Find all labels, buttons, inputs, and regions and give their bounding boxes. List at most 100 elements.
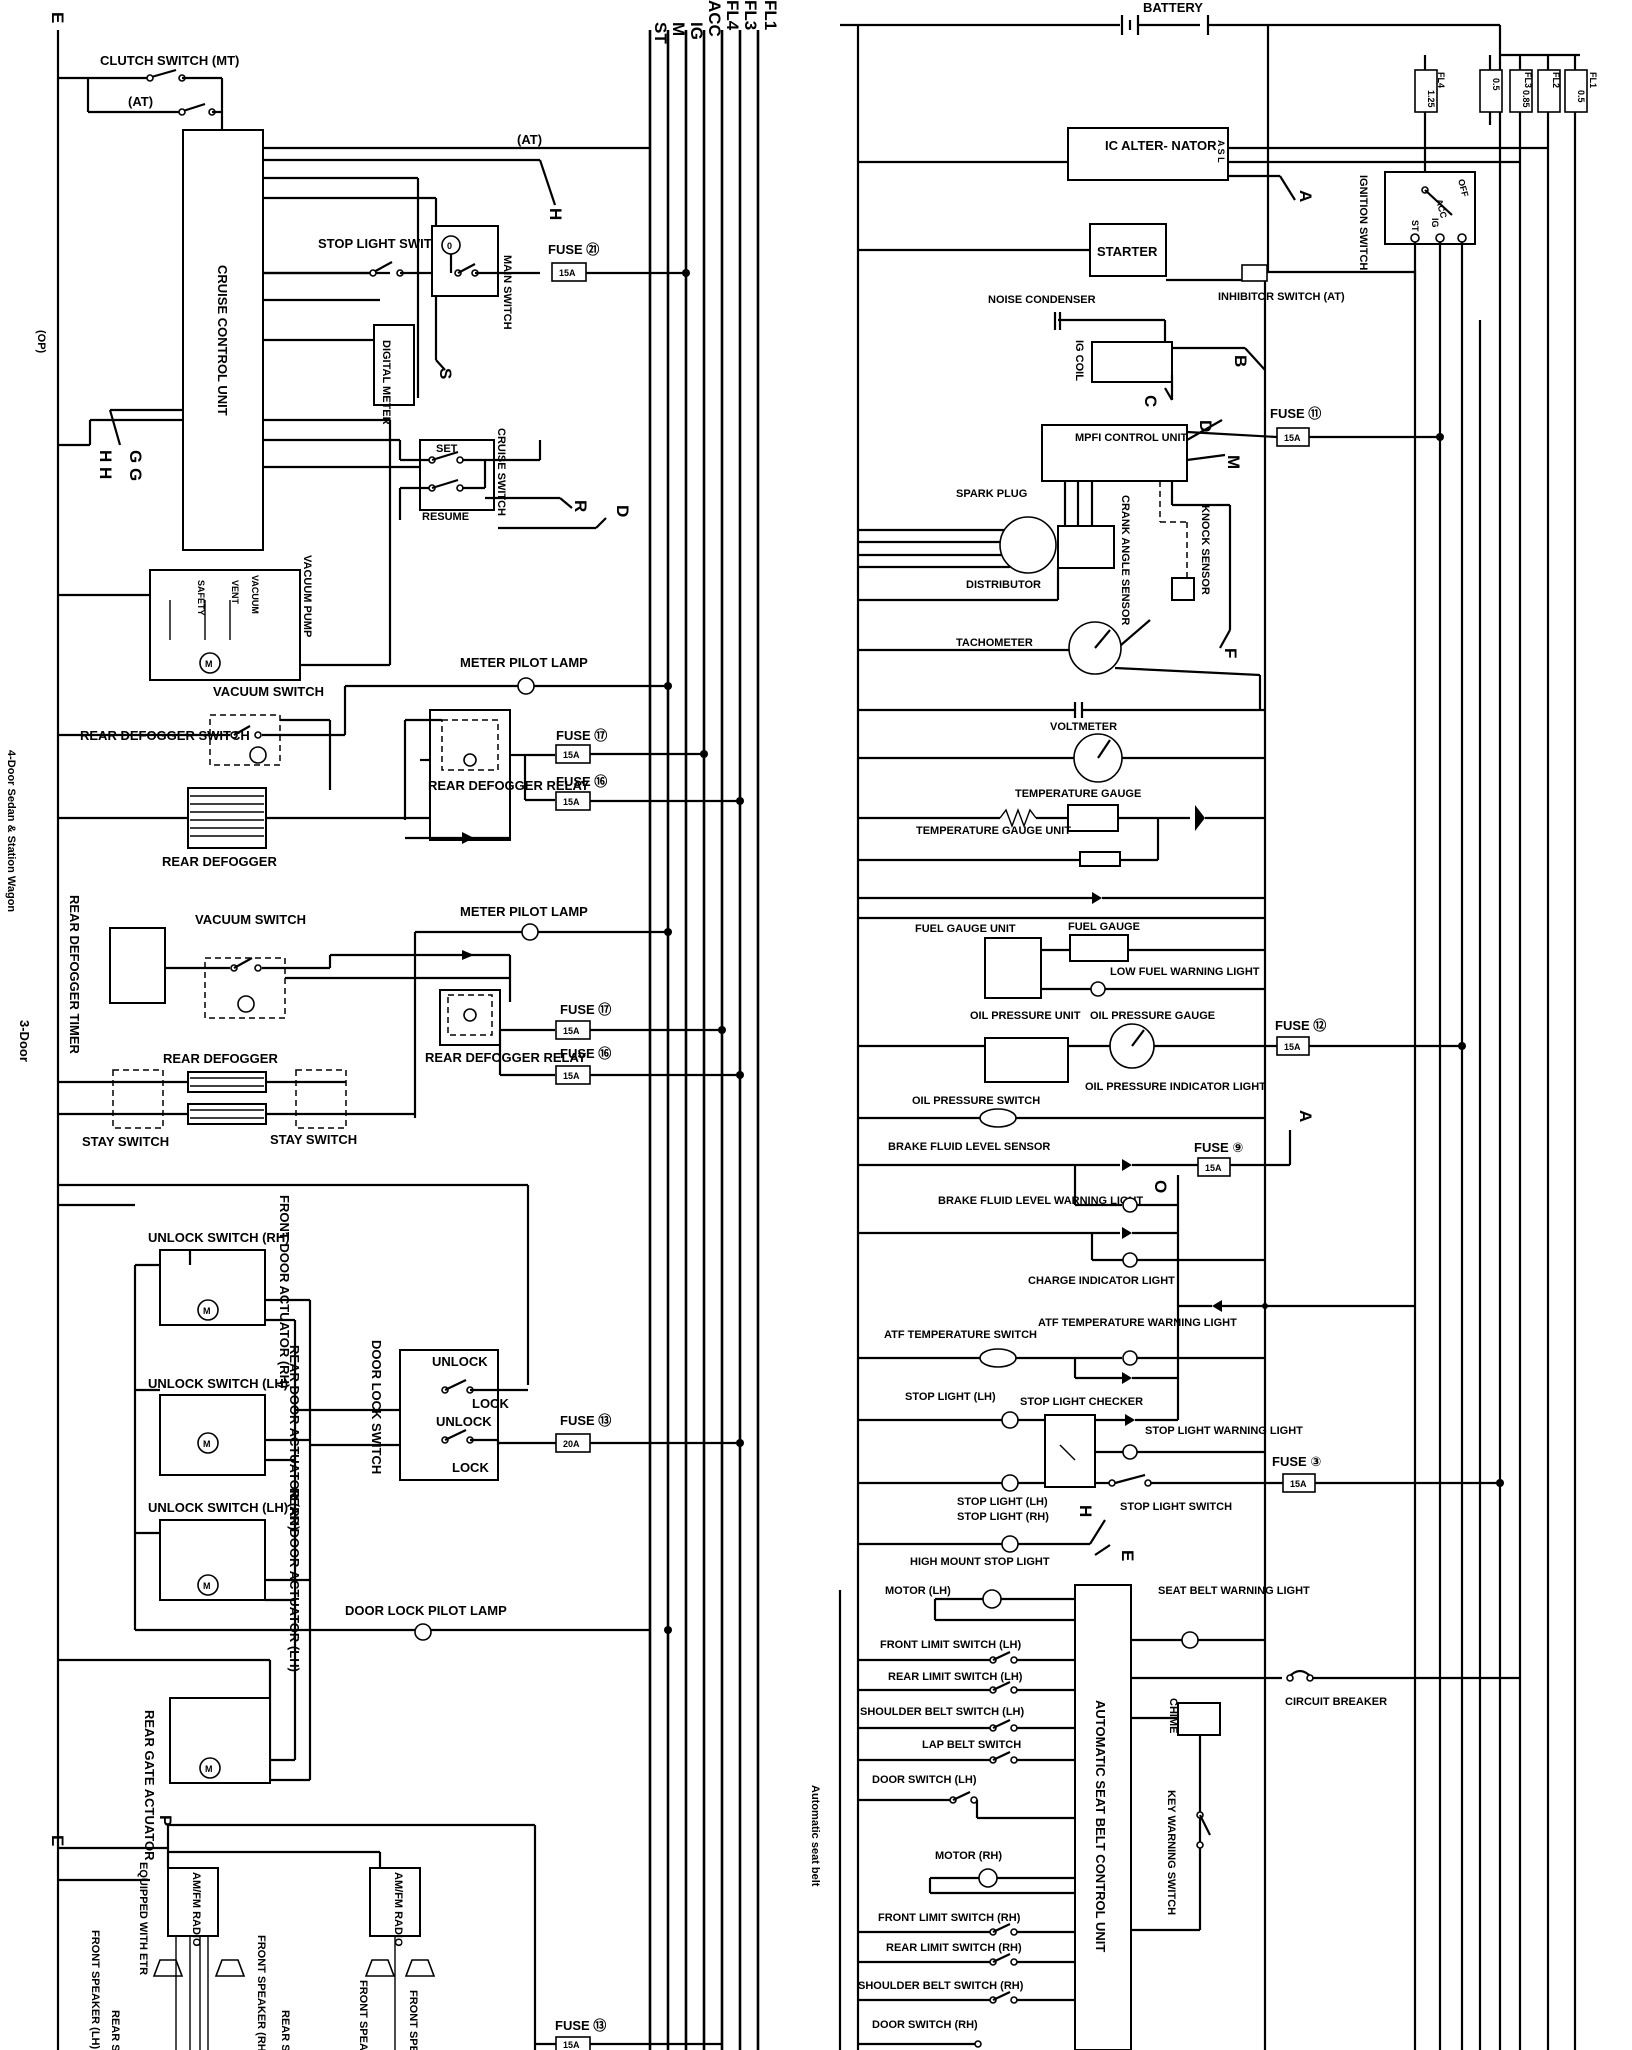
svg-text:STAY SWITCH: STAY SWITCH bbox=[270, 1132, 357, 1147]
svg-text:MOTOR (RH): MOTOR (RH) bbox=[935, 1850, 1002, 1862]
svg-text:UNLOCK SWITCH (LH): UNLOCK SWITCH (LH) bbox=[148, 1500, 288, 1515]
svg-text:15A: 15A bbox=[563, 2040, 580, 2050]
fuse-13b-label: FUSE ⑬ bbox=[555, 2018, 606, 2033]
svg-text:VACUUM SWITCH: VACUUM SWITCH bbox=[195, 912, 306, 927]
fuse-12-label: FUSE ⑫ bbox=[1275, 1018, 1326, 1033]
mpfi-control-unit: MPFI CONTROL UNIT D M FUSE ⑪ 15A bbox=[1041, 406, 1444, 482]
cruise-wiring: (AT) H S G G H H bbox=[58, 132, 650, 481]
door-lock-switch bbox=[399, 1349, 499, 1481]
op-note: (OP) bbox=[35, 330, 47, 354]
svg-text:M: M bbox=[203, 1581, 211, 1591]
fuse-16b-label: FUSE ⑯ bbox=[560, 1046, 611, 1061]
svg-text:DOOR LOCK SWITCH: DOOR LOCK SWITCH bbox=[369, 1340, 384, 1474]
svg-text:(AT): (AT) bbox=[517, 132, 542, 147]
svg-text:15A: 15A bbox=[563, 797, 580, 807]
ic-alternator: IC ALTER- NATOR A S L A bbox=[858, 127, 1548, 202]
svg-text:HIGH MOUNT STOP LIGHT: HIGH MOUNT STOP LIGHT bbox=[910, 1556, 1050, 1568]
svg-text:LOCK: LOCK bbox=[452, 1460, 489, 1475]
starter: STARTER INHIBITOR SWITCH (AT) bbox=[858, 223, 1415, 303]
svg-text:CIRCUIT BREAKER: CIRCUIT BREAKER bbox=[1285, 1696, 1387, 1708]
svg-text:STARTER: STARTER bbox=[1097, 244, 1158, 259]
svg-text:REAR DEFOGGER: REAR DEFOGGER bbox=[162, 854, 277, 869]
svg-text:SPARK PLUG: SPARK PLUG bbox=[956, 488, 1027, 500]
svg-text:IC ALTER- NATOR: IC ALTER- NATOR bbox=[1105, 138, 1217, 153]
svg-text:FRONT SPEAKER (RH): FRONT SPEAKER (RH) bbox=[407, 1990, 419, 2050]
connector-e-right: E bbox=[1118, 1550, 1137, 1561]
svg-text:VENT: VENT bbox=[230, 580, 240, 605]
connector-f: F bbox=[1221, 648, 1240, 658]
svg-text:OIL PRESSURE GAUGE: OIL PRESSURE GAUGE bbox=[1090, 1010, 1215, 1022]
svg-text:3-Door: 3-Door bbox=[17, 1020, 32, 1062]
svg-text:FRONT DOOR ACTUATOR (RH): FRONT DOOR ACTUATOR (RH) bbox=[277, 1195, 292, 1388]
svg-text:M: M bbox=[205, 659, 213, 669]
fuse-3-label: FUSE ③ bbox=[1272, 1454, 1321, 1469]
atf-temperature: ATF TEMPERATURE SWITCH ATF TEMPERATURE W… bbox=[858, 1317, 1265, 1384]
svg-text:FL1: FL1 bbox=[1588, 72, 1598, 88]
svg-text:CHARGE INDICATOR LIGHT: CHARGE INDICATOR LIGHT bbox=[1028, 1275, 1175, 1287]
svg-text:SEAT BELT WARNING LIGHT: SEAT BELT WARNING LIGHT bbox=[1158, 1585, 1310, 1597]
connector-m: M bbox=[1224, 455, 1243, 469]
ig-coil: NOISE CONDENSER IG COIL B C bbox=[988, 294, 1266, 407]
cruise-switch: SET RESUME CRUISE SWITCH R D bbox=[398, 428, 632, 530]
svg-text:STOP LIGHT (LH): STOP LIGHT (LH) bbox=[957, 1496, 1048, 1508]
connector-e-bottom: E bbox=[48, 1835, 67, 1846]
svg-text:REAR LIMIT SWITCH (RH): REAR LIMIT SWITCH (RH) bbox=[886, 1942, 1022, 1954]
svg-text:ACC: ACC bbox=[1434, 198, 1449, 220]
svg-text:OIL PRESSURE INDICATOR LIGHT: OIL PRESSURE INDICATOR LIGHT bbox=[1085, 1081, 1266, 1093]
svg-text:INHIBITOR SWITCH (AT): INHIBITOR SWITCH (AT) bbox=[1218, 291, 1345, 303]
svg-text:METER PILOT LAMP: METER PILOT LAMP bbox=[460, 655, 588, 670]
svg-text:(AT): (AT) bbox=[128, 94, 153, 109]
svg-text:AM/FM RADIO: AM/FM RADIO bbox=[190, 1872, 202, 1947]
svg-text:FUEL GAUGE: FUEL GAUGE bbox=[1068, 921, 1140, 933]
door-lock-section: UNLOCK SWITCH (RH) UNLOCK SWITCH (LH) UN… bbox=[58, 1183, 744, 1780]
meter-pilot-lamp-1: METER PILOT LAMP bbox=[345, 655, 672, 695]
connector-d-right: D bbox=[1196, 420, 1215, 432]
connector-b: B bbox=[1231, 355, 1250, 367]
fuse-17-label: FUSE ⑰ bbox=[556, 728, 607, 743]
connector-a-top: A bbox=[1296, 190, 1315, 202]
brake-fluid: BRAKE FLUID LEVEL SENSOR FUSE ⑨ 15A O BR… bbox=[858, 1130, 1292, 1420]
svg-text:KNOCK SENSOR: KNOCK SENSOR bbox=[1199, 505, 1211, 595]
voltmeter: VOLTMETER bbox=[858, 702, 1265, 783]
connector-e-top: E bbox=[48, 12, 67, 23]
connector-p: P bbox=[156, 1815, 175, 1826]
connector-gg: G G bbox=[126, 450, 145, 481]
svg-text:TEMPERATURE GAUGE: TEMPERATURE GAUGE bbox=[1015, 788, 1141, 800]
svg-text:15A: 15A bbox=[1205, 1163, 1222, 1173]
svg-text:ST: ST bbox=[1410, 220, 1420, 232]
bus-label-fl3: FL3 bbox=[741, 0, 760, 30]
svg-text:EQUIPPED WITH ETR: EQUIPPED WITH ETR bbox=[137, 1862, 149, 1975]
radio-section: AM/FM RADIO EQUIPPED WITH ETR AM/FM RADI… bbox=[48, 1823, 722, 2050]
svg-text:ATF TEMPERATURE SWITCH: ATF TEMPERATURE SWITCH bbox=[884, 1329, 1037, 1341]
temperature-gauge: TEMPERATURE GAUGE TEMPERATURE GAUGE UNIT bbox=[858, 788, 1265, 867]
svg-text:OFF: OFF bbox=[1456, 178, 1470, 198]
svg-text:REAR DEFOGGER RELAY: REAR DEFOGGER RELAY bbox=[428, 778, 590, 793]
svg-text:UNLOCK SWITCH (RH): UNLOCK SWITCH (RH) bbox=[148, 1230, 290, 1245]
fusible-links: FL4 1.25 0.5 FL3 0.85 FL2 FL1 0.5 bbox=[1266, 25, 1598, 2050]
svg-text:RESUME: RESUME bbox=[422, 511, 469, 523]
svg-text:STOP LIGHT (RH): STOP LIGHT (RH) bbox=[957, 1511, 1049, 1523]
svg-text:0.85: 0.85 bbox=[1521, 90, 1531, 108]
fuse-13-label: FUSE ⑬ bbox=[560, 1413, 611, 1428]
svg-text:IGNITION SWITCH: IGNITION SWITCH bbox=[1357, 175, 1369, 270]
svg-text:STOP LIGHT SWITCH: STOP LIGHT SWITCH bbox=[318, 236, 450, 251]
svg-text:15A: 15A bbox=[563, 1026, 580, 1036]
svg-text:FRONT LIMIT SWITCH (LH): FRONT LIMIT SWITCH (LH) bbox=[880, 1639, 1021, 1651]
vacuum-pump: VACUUM PUMP VACUUM VENT SAFETY M bbox=[58, 420, 392, 681]
svg-text:REAR DEFOGGER TIMER: REAR DEFOGGER TIMER bbox=[67, 895, 82, 1055]
svg-text:LOW FUEL WARNING LIGHT: LOW FUEL WARNING LIGHT bbox=[1110, 966, 1260, 978]
fuse-11-label: FUSE ⑪ bbox=[1270, 406, 1321, 421]
svg-text:M: M bbox=[205, 1764, 213, 1774]
svg-text:1.25: 1.25 bbox=[1426, 90, 1436, 108]
svg-text:UNLOCK: UNLOCK bbox=[432, 1354, 488, 1369]
svg-text:OIL PRESSURE SWITCH: OIL PRESSURE SWITCH bbox=[912, 1095, 1040, 1107]
svg-text:FL2: FL2 bbox=[1551, 72, 1561, 88]
rear-defogger-sedan: VACUUM SWITCH REAR DEFOGGER SWITCH REAR … bbox=[5, 684, 744, 912]
svg-text:15A: 15A bbox=[563, 1071, 580, 1081]
svg-text:MOTOR (LH): MOTOR (LH) bbox=[885, 1585, 951, 1597]
svg-text:CLUTCH SWITCH (MT): CLUTCH SWITCH (MT) bbox=[100, 53, 239, 68]
svg-text:M: M bbox=[203, 1439, 211, 1449]
svg-text:KEY WARNING SWITCH: KEY WARNING SWITCH bbox=[1165, 1790, 1177, 1915]
